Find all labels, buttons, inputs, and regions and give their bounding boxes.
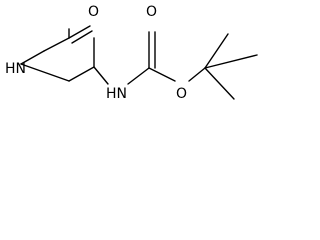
- ketone-group: [68, 25, 93, 44]
- bond-cq-methyl-bottom: [204, 67, 235, 100]
- bond-c5-c6: [68, 66, 95, 82]
- bond-c5-nh: [93, 66, 109, 85]
- ring-nitrogen-label: HN: [5, 61, 26, 77]
- ketone-oxygen-label: O: [88, 4, 99, 20]
- chemical-structure: HN O HN O O: [5, 4, 258, 102]
- ester-oxygen-label: O: [176, 86, 187, 102]
- piperidine-ring: [20, 28, 95, 82]
- bond-c2-c3: [43, 37, 70, 52]
- bond-cq-methyl-top: [204, 33, 229, 69]
- carbamate-nitrogen-label: HN: [106, 86, 127, 102]
- bond-c6-n1: [20, 63, 70, 82]
- carbonyl-oxygen-label: O: [146, 4, 157, 20]
- bond-nh-c-carbonyl: [127, 67, 150, 85]
- bond-c4-o-ketone-b: [71, 30, 93, 44]
- bond-cq-methyl-right: [204, 54, 258, 69]
- bond-n1-c2: [20, 50, 45, 65]
- bond-c4-o-ketone-a: [68, 25, 91, 39]
- bond-o-c-quaternary: [188, 67, 206, 82]
- bond-c-o-ester: [148, 67, 176, 82]
- carbamate-chain: [93, 31, 258, 100]
